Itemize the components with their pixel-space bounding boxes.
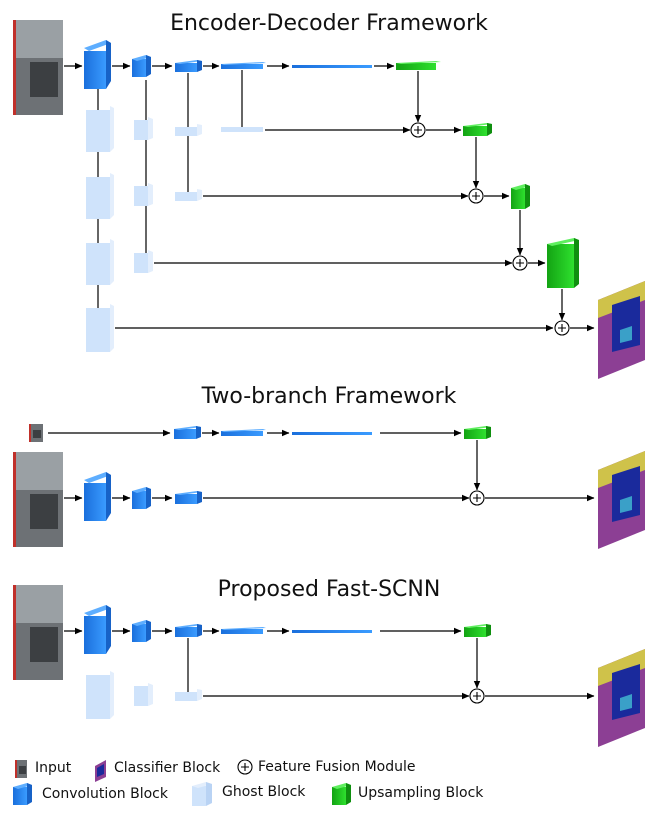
legend-ghost-icon — [192, 782, 212, 806]
ghost-block — [134, 183, 153, 206]
circled-plus-icon — [469, 490, 485, 506]
circled-plus-icon — [554, 320, 570, 336]
legend-convolution-icon — [13, 783, 32, 805]
encoder-decoder-section — [13, 20, 645, 379]
convolution-block — [292, 432, 372, 435]
upsampling-block — [464, 624, 491, 637]
circled-plus-icon — [410, 122, 426, 138]
upsampling-block — [396, 61, 441, 70]
two-branch-section — [13, 424, 645, 549]
convolution-block — [292, 65, 372, 68]
circled-plus-icon — [468, 188, 484, 204]
convolution-block — [84, 472, 111, 521]
segmentation-map-icon — [598, 281, 645, 379]
circled-plus-icon — [469, 688, 485, 704]
convolution-block — [292, 630, 372, 633]
legend-ghost-label: Ghost Block — [222, 784, 306, 800]
convolution-block — [132, 55, 151, 77]
convolution-block — [132, 487, 151, 509]
legend-input-icon — [15, 760, 27, 778]
upsampling-block — [511, 184, 530, 209]
ghost-block — [175, 124, 202, 136]
legend-ffm-icon — [237, 759, 253, 775]
ghost-block — [134, 683, 153, 706]
ghost-block — [86, 106, 114, 152]
convolution-block — [132, 620, 151, 642]
input-image-icon — [13, 452, 63, 547]
fast-scnn-section — [13, 585, 645, 747]
convolution-block — [175, 624, 202, 637]
convolution-block — [175, 491, 202, 504]
circled-plus-icon — [512, 255, 528, 271]
convolution-block — [221, 429, 266, 436]
legend-classifier-label: Classifier Block — [114, 760, 221, 776]
legend-upsampling-label: Upsampling Block — [358, 785, 484, 801]
input-image-icon — [13, 20, 63, 115]
ghost-block — [86, 304, 114, 352]
segmentation-map-icon — [598, 649, 645, 747]
section-title-two-branch: Two-branch Framework — [201, 384, 457, 409]
section-title-encoder-decoder: Encoder-Decoder Framework — [170, 11, 488, 36]
legend-convolution-label: Convolution Block — [42, 786, 169, 802]
ghost-block — [175, 689, 202, 701]
upsampling-block — [547, 238, 579, 288]
ghost-block — [221, 127, 263, 132]
upsampling-block — [464, 426, 491, 439]
convolution-block — [221, 627, 266, 634]
convolution-block — [175, 60, 202, 72]
convolution-block — [221, 62, 266, 69]
segmentation-map-icon — [598, 451, 645, 549]
convolution-block — [84, 40, 111, 89]
ghost-block — [86, 173, 114, 219]
ghost-block — [86, 671, 114, 719]
input-image-small-icon — [29, 424, 43, 442]
ghost-block — [175, 189, 202, 201]
input-image-icon — [13, 585, 63, 680]
upsampling-block — [463, 123, 492, 136]
ghost-block — [134, 250, 153, 273]
section-title-fast-scnn: Proposed Fast-SCNN — [218, 577, 441, 602]
legend-input-label: Input — [35, 760, 72, 776]
legend-upsampling-icon — [332, 783, 351, 805]
legend: Input Classifier Block Feature Fusion Mo… — [13, 759, 484, 806]
legend-ffm-label: Feature Fusion Module — [258, 759, 416, 775]
convolution-block — [174, 426, 201, 439]
ghost-block — [134, 117, 153, 140]
convolution-block — [84, 605, 111, 654]
ghost-block — [86, 239, 114, 285]
legend-classifier-icon — [95, 760, 106, 782]
